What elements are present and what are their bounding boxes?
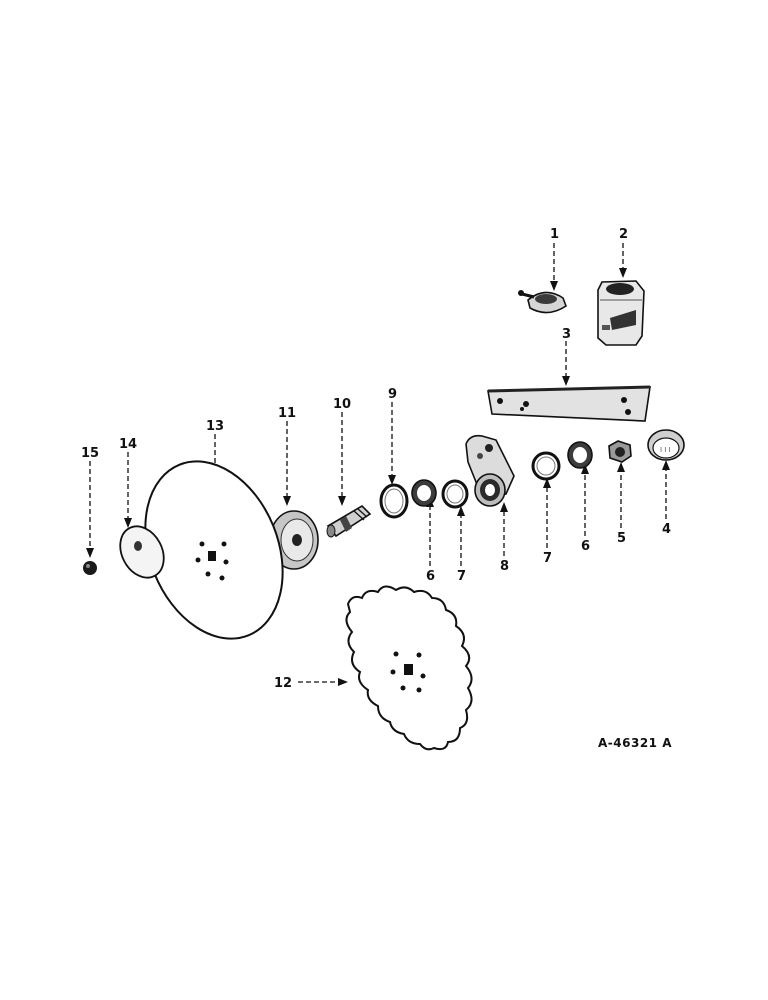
callout-15: 15: [81, 446, 99, 461]
part-14-washer: [119, 525, 165, 579]
part-2-clamp-block: [597, 280, 645, 346]
part-15-nut: [83, 561, 97, 575]
svg-text:I I I: I I I: [660, 446, 671, 454]
callout-14: 14: [119, 437, 137, 452]
part-9-ring: [379, 483, 409, 519]
part-5-nut: [608, 440, 632, 463]
callout-10: 10: [333, 397, 351, 412]
part-7-ring-left: [441, 479, 469, 509]
callout-9: 9: [388, 387, 397, 402]
callout-3: 3: [562, 327, 571, 342]
part-6-bearing-right: [567, 441, 593, 469]
callout-6-right: 6: [581, 539, 590, 554]
callout-1: 1: [550, 227, 559, 242]
callout-11: 11: [278, 406, 296, 421]
callout-8: 8: [500, 559, 509, 574]
callout-6-left: 6: [426, 569, 435, 584]
part-7-ring-right: [531, 451, 561, 481]
figure-reference: A-46321 A: [598, 736, 672, 750]
callout-4: 4: [662, 522, 671, 537]
callout-7-left: 7: [457, 569, 466, 584]
callout-labels: 1 2 3 4 5 6 6 7 7 8 9 10 11 12 13 14 15: [81, 227, 671, 691]
part-8-bearing-housing: [465, 434, 515, 507]
callout-13: 13: [206, 419, 224, 434]
part-10-spindle: [326, 504, 372, 538]
part-6-bearing-left: [411, 479, 437, 507]
part-4-dust-cap: I I I: [647, 429, 685, 461]
callout-5: 5: [617, 531, 626, 546]
part-12-notched-disc: [345, 585, 473, 751]
callout-7-right: 7: [543, 551, 552, 566]
callout-2: 2: [619, 227, 628, 242]
part-1-bearing-cap: [518, 290, 567, 314]
part-3-bar-plate: [487, 385, 651, 422]
callout-12: 12: [274, 676, 292, 691]
